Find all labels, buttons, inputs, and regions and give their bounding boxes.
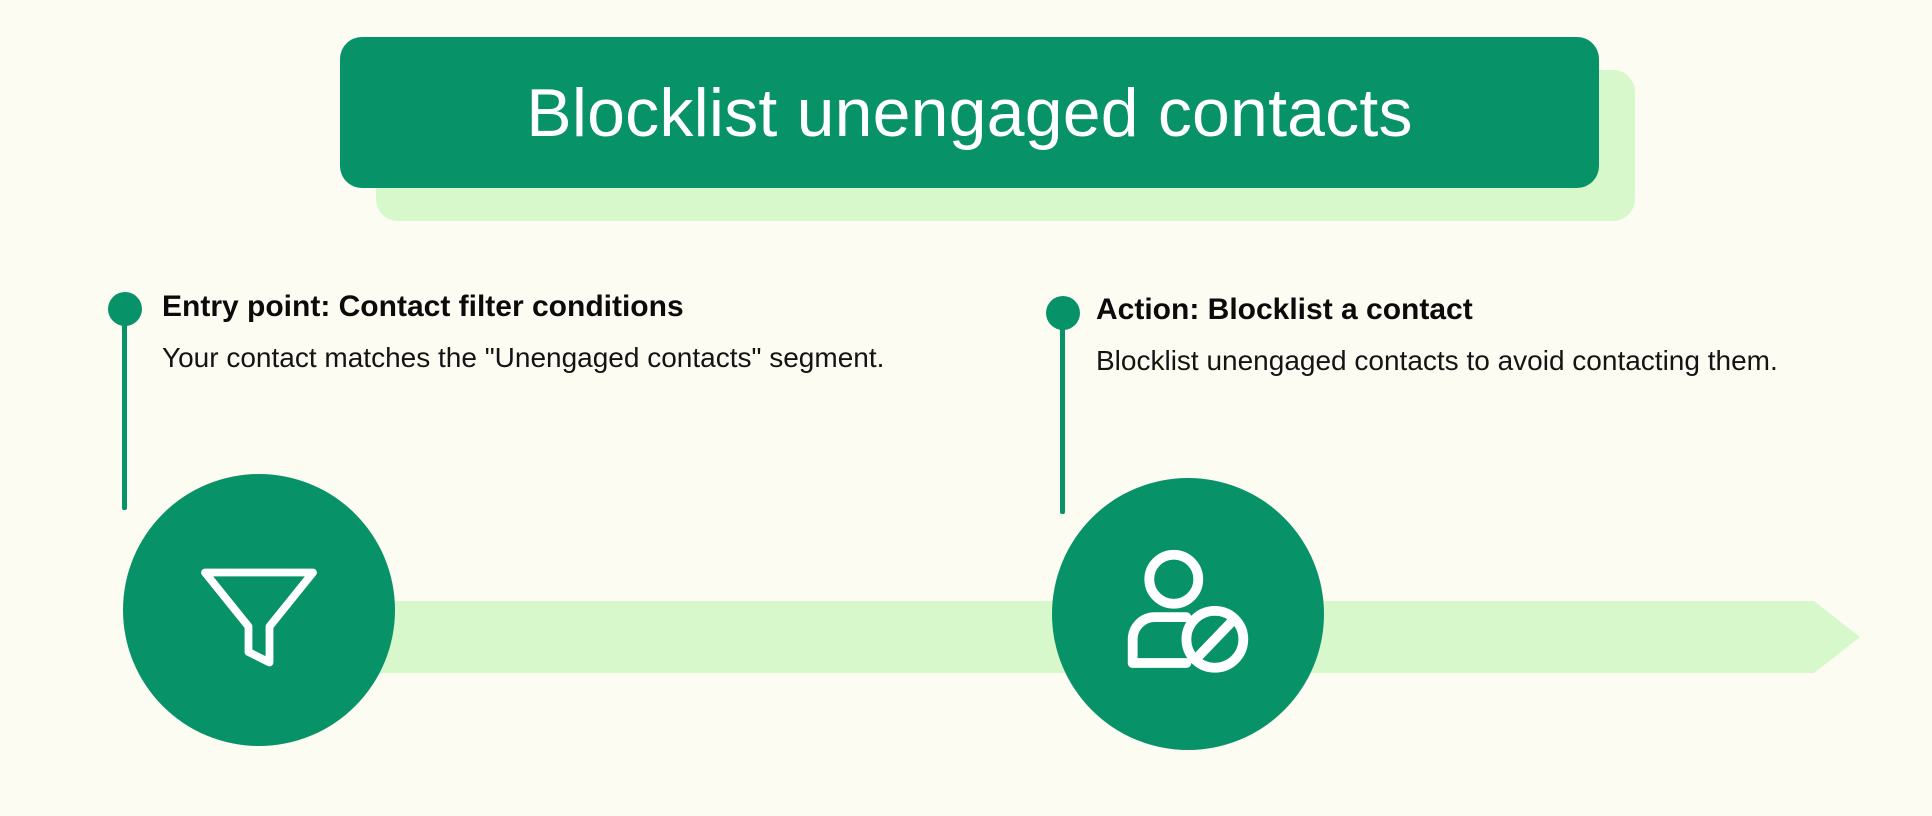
step-icon-badge	[1052, 478, 1324, 750]
step-description: Your contact matches the "Unengaged cont…	[162, 341, 885, 373]
step-text-block: Entry point: Contact filter conditions Y…	[162, 290, 992, 380]
step-heading: Action: Blocklist a contact	[1096, 293, 1473, 326]
person-block-icon	[1127, 549, 1249, 673]
funnel-icon	[201, 568, 317, 667]
page-title: Blocklist unengaged contacts	[526, 74, 1413, 151]
step-connector-line	[1060, 324, 1065, 514]
step-icon-badge	[123, 474, 395, 746]
step-heading: Entry point: Contact filter conditions	[162, 290, 684, 323]
step-text-block: Action: Blocklist a contact Blocklist un…	[1096, 293, 1796, 383]
title-banner: Blocklist unengaged contacts	[340, 37, 1599, 188]
flow-arrow-band	[240, 601, 1860, 673]
step-description: Blocklist unengaged contacts to avoid co…	[1096, 344, 1778, 376]
step-connector-line	[122, 320, 127, 510]
